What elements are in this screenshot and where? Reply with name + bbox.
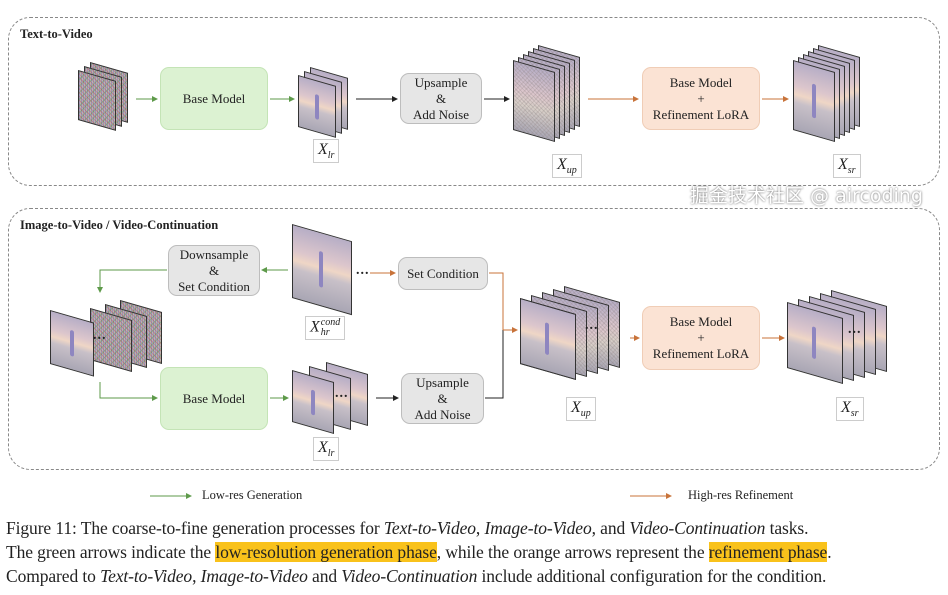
upsample-add-noise-box: Upsample&Add Noise (400, 73, 482, 124)
ellipsis: ... (335, 386, 349, 401)
ellipsis: ... (93, 328, 107, 343)
label-base: X (318, 141, 328, 158)
panel-title: Image-to-Video / Video-Continuation (20, 218, 219, 232)
caption-segment: Text-to-Video (383, 518, 476, 538)
x-lr-label: Xlr (313, 437, 340, 462)
box-label: Refinement LoRA (652, 346, 750, 361)
box-label: & (437, 390, 448, 406)
label-base: X (318, 439, 328, 456)
ellipsis: ... (585, 318, 599, 333)
legend-low-res: Low-res Generation (202, 488, 303, 502)
label-sub: lr (327, 150, 335, 162)
upsample-add-noise-box: Upsample&Add Noise (401, 373, 484, 424)
orange-line (489, 272, 504, 330)
label-sub: hr (320, 327, 330, 338)
box-label: Downsample (179, 246, 249, 262)
ellipsis: ... (356, 263, 370, 278)
caption-segment: refinement phase (708, 542, 828, 562)
caption-segment: , (192, 566, 201, 586)
caption-segment: Figure 11: The coarse-to-fine generation… (6, 518, 384, 538)
box-label: Add Noise (413, 106, 469, 122)
legend-high-res: High-res Refinement (688, 488, 794, 502)
label-sub: sr (847, 165, 856, 177)
box-label: Refinement LoRA (652, 106, 750, 122)
caption-segment: Text-to-Video (100, 566, 193, 586)
label-base: X (571, 399, 581, 416)
base-model-box: Base Model (160, 67, 268, 130)
box-label: Base Model (669, 314, 733, 329)
box-label: & (435, 90, 447, 106)
label-sub: sr (850, 408, 859, 420)
caption-segment: Image-to-Video (200, 566, 308, 586)
caption-segment: Video-Continuation (629, 518, 766, 538)
caption-line-3: Compared to Text-to-Video, Image-to-Vide… (6, 566, 826, 587)
caption-segment: tasks. (765, 518, 809, 538)
downsample-set-condition-box: Downsample&Set Condition (168, 245, 260, 296)
green-arrow (99, 382, 158, 401)
caption-segment: The green arrows indicate the (6, 542, 216, 562)
box-label: Upsample (416, 374, 469, 390)
box-label: + (697, 90, 705, 106)
x-lr-label: Xlr (313, 139, 340, 164)
caption-line-2: The green arrows indicate the low-resolu… (6, 542, 832, 563)
box-label: + (697, 330, 705, 345)
caption-segment: , (475, 518, 485, 538)
refinement-lora-box: Base Model+Refinement LoRA (642, 67, 760, 130)
caption-segment: Image-to-Video (484, 518, 592, 538)
caption-segment: , and (591, 518, 630, 538)
box-label: Base Model (669, 74, 733, 90)
green-arrow (97, 269, 167, 293)
label-sup: cond (320, 317, 341, 328)
caption-segment: Video-Continuation (341, 566, 478, 586)
text-to-video-panel (8, 17, 940, 186)
box-label: Base Model (182, 390, 246, 406)
image-to-video-panel (8, 208, 940, 470)
set-condition-box: Set Condition (398, 257, 488, 290)
label-base: X (310, 318, 320, 336)
caption-segment: and (307, 566, 342, 586)
box-label: & (208, 262, 220, 278)
x-sr-label: Xsr (836, 397, 864, 422)
caption-segment: Compared to (6, 566, 101, 586)
caption-segment: . (827, 542, 832, 562)
base-model-box: Base Model (160, 367, 268, 430)
box-label: Set Condition (178, 278, 250, 294)
caption-line-1: Figure 11: The coarse-to-fine generation… (6, 518, 808, 539)
label-base: X (838, 156, 848, 173)
label-base: X (841, 399, 851, 416)
caption-segment: include additional configuration for the… (477, 566, 827, 586)
ellipsis: ... (848, 322, 862, 337)
caption-segment: , while the orange arrows represent the (436, 542, 709, 562)
box-label: Base Model (182, 90, 246, 106)
x-sr-label: Xsr (833, 154, 861, 179)
x-up-label: Xup (552, 154, 582, 179)
label-sub: lr (327, 448, 335, 460)
caption-segment: low-resolution generation phase (215, 542, 437, 562)
label-sub: up (566, 165, 577, 177)
box-label: Upsample (414, 74, 468, 90)
refinement-lora-box: Base Model+Refinement LoRA (642, 306, 760, 370)
panel-title: Text-to-Video (20, 27, 93, 41)
black-line (485, 330, 504, 399)
label-sub: up (580, 408, 591, 420)
box-label: Add Noise (414, 406, 471, 422)
label-base: X (557, 156, 567, 173)
box-label: Set Condition (407, 265, 479, 281)
x-up-label: Xup (566, 397, 596, 422)
watermark: 掘金技术社区 @ aircoding (690, 185, 923, 207)
